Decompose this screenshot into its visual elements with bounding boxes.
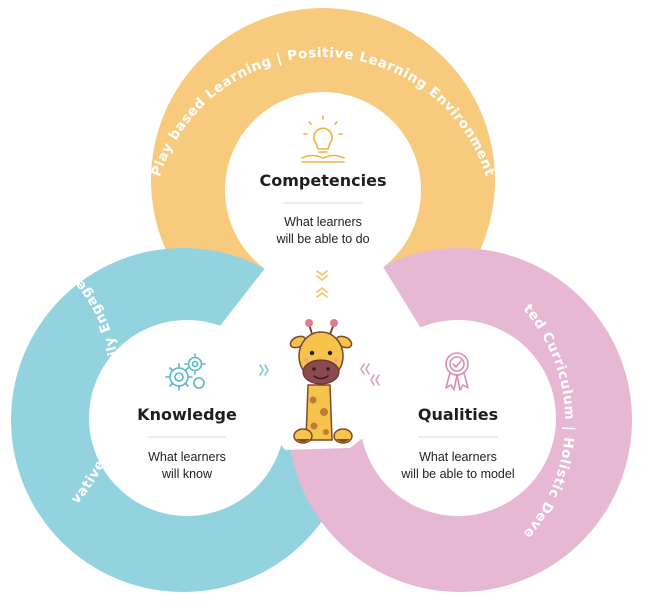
giraffe-icon bbox=[289, 319, 353, 444]
competencies-description-line1: What learners bbox=[284, 215, 362, 229]
qualities-title: Qualities bbox=[418, 405, 498, 424]
knowledge-inner-circle bbox=[89, 320, 285, 516]
ribbon-badge-icon bbox=[445, 352, 469, 391]
lightbulb-book-icon bbox=[301, 115, 345, 163]
down-chevrons-icon bbox=[316, 270, 328, 282]
knowledge-description-line2: will know bbox=[161, 467, 213, 481]
competencies-title: Competencies bbox=[260, 171, 387, 190]
knowledge-description-line1: What learners bbox=[148, 450, 226, 464]
competencies-inner-circle bbox=[225, 92, 421, 288]
knowledge-title: Knowledge bbox=[137, 405, 237, 424]
qualities-description-line1: What learners bbox=[419, 450, 497, 464]
right-chevrons-icon bbox=[360, 363, 380, 386]
gears-icon bbox=[165, 353, 206, 391]
up-chevrons-icon bbox=[316, 286, 328, 298]
qualities-inner-circle bbox=[360, 320, 556, 516]
competencies-description-line2: will be able to do bbox=[275, 232, 369, 246]
qualities-description-line2: will be able to model bbox=[400, 467, 514, 481]
left-chevrons-icon bbox=[259, 364, 269, 376]
